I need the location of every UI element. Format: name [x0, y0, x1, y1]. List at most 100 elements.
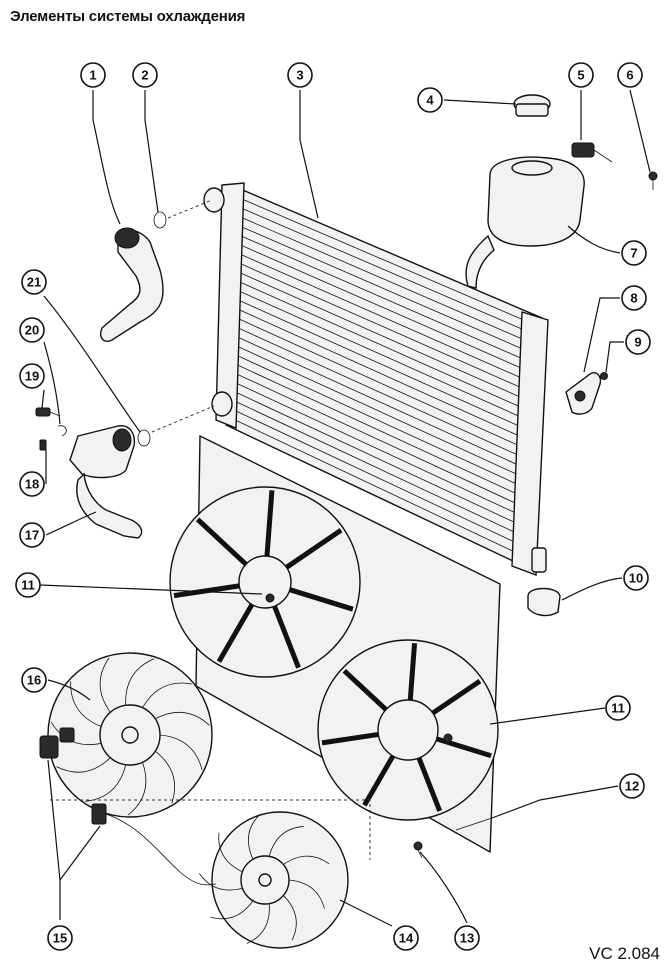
thermostat-housing [69, 425, 136, 479]
leader-12 [491, 785, 619, 819]
leader-13 [419, 851, 468, 924]
radiator-fin [231, 315, 537, 455]
leader-2 [144, 90, 159, 213]
svg-text:1: 1 [89, 68, 96, 83]
fan-blade [155, 711, 210, 726]
fan-blade [56, 757, 111, 773]
callout-11a: 11 [15, 572, 41, 598]
svg-text:9: 9 [634, 335, 641, 350]
shroud-spoke [272, 605, 301, 669]
svg-text:18: 18 [25, 477, 39, 492]
callout-11b: 11 [605, 695, 631, 721]
o-ring-lower [137, 429, 151, 447]
level-sensor [571, 142, 613, 163]
shroud-screw [413, 841, 423, 859]
leader-21 [43, 295, 141, 433]
fan-small-blades [199, 813, 330, 944]
shroud-spoke [431, 678, 482, 716]
fan-blade [85, 764, 127, 802]
fan-shroud [169, 434, 501, 854]
radiator-fin [228, 379, 535, 522]
radiator-fin [233, 269, 539, 406]
shroud-tab [455, 817, 493, 831]
svg-text:7: 7 [630, 246, 637, 261]
callout-15: 15 [47, 925, 73, 951]
leader-11b [489, 707, 606, 725]
fan-blade [283, 895, 297, 941]
svg-text:16: 16 [27, 673, 41, 688]
radiator-fin [234, 260, 540, 396]
shroud-spoke [342, 668, 388, 712]
svg-text:5: 5 [577, 68, 584, 83]
assembly-line-lower [151, 405, 215, 433]
shroud-spoke [321, 731, 379, 746]
svg-text:15: 15 [53, 931, 67, 946]
fan-blade [247, 813, 261, 860]
svg-text:8: 8 [630, 291, 637, 306]
temperature-sensor [35, 407, 61, 417]
radiator-fin [226, 406, 533, 551]
svg-text:19: 19 [25, 369, 39, 384]
callout-2: 2 [132, 62, 158, 88]
svg-text:14: 14 [399, 931, 414, 946]
svg-text:11: 11 [611, 701, 625, 716]
leader-16 [47, 679, 91, 701]
shroud-spoke [289, 587, 354, 612]
expansion-tank [465, 156, 585, 289]
fan-blade [70, 681, 102, 727]
shroud-spoke [407, 643, 418, 701]
sensor-seal [39, 439, 47, 451]
bracket-screw [600, 372, 608, 380]
leader-8 [583, 297, 620, 373]
fan-large [47, 652, 213, 818]
o-ring-upper [153, 211, 167, 229]
shroud-spoke [195, 517, 248, 567]
shroud-spoke [285, 528, 343, 570]
upper-hose [100, 227, 164, 342]
callout-1: 1 [80, 62, 106, 88]
radiator-fin [228, 369, 535, 513]
svg-text:10: 10 [629, 571, 643, 586]
radiator-fin [235, 242, 540, 377]
callout-21: 21 [21, 269, 47, 295]
radiator-fin [229, 342, 536, 484]
fan-blade [142, 682, 192, 708]
callout-10: 10 [623, 565, 649, 591]
leader-20 [43, 341, 61, 425]
assembly-line-upper [167, 199, 213, 219]
fan-blade [154, 750, 175, 804]
fan-blade [128, 762, 147, 816]
leader-7 [567, 225, 621, 254]
leader-14 [339, 899, 393, 927]
shroud-spoke [416, 757, 443, 812]
radiator-fin [230, 324, 537, 464]
callout-20: 20 [19, 317, 45, 343]
radiator-fins [226, 196, 542, 561]
leader-9 [605, 341, 624, 373]
leader-3 [299, 90, 319, 219]
callout-4: 4 [417, 87, 443, 113]
rubber-mount [527, 587, 561, 617]
leader-15 [47, 759, 101, 920]
radiator-fin [227, 388, 534, 532]
radiator-fin [229, 360, 535, 503]
radiator-fin [234, 251, 540, 387]
leader-4 [443, 99, 517, 105]
shroud-spoke [362, 754, 396, 807]
callout-19: 19 [19, 363, 45, 389]
radiator-fin [231, 306, 538, 445]
shroud-spokes-left [173, 490, 354, 669]
fan-blade [218, 832, 243, 873]
fan-blade [210, 900, 254, 920]
expansion-tank-cap [513, 94, 551, 117]
callout-14: 14 [393, 925, 419, 951]
radiator-fin [236, 205, 542, 338]
shroud-spoke [173, 583, 240, 599]
fan-connector [39, 727, 217, 886]
radiator-fin [226, 415, 533, 561]
callout-9: 9 [625, 329, 651, 355]
fan-blade [283, 855, 330, 865]
leader-6 [629, 89, 651, 173]
callout-7: 7 [621, 240, 647, 266]
